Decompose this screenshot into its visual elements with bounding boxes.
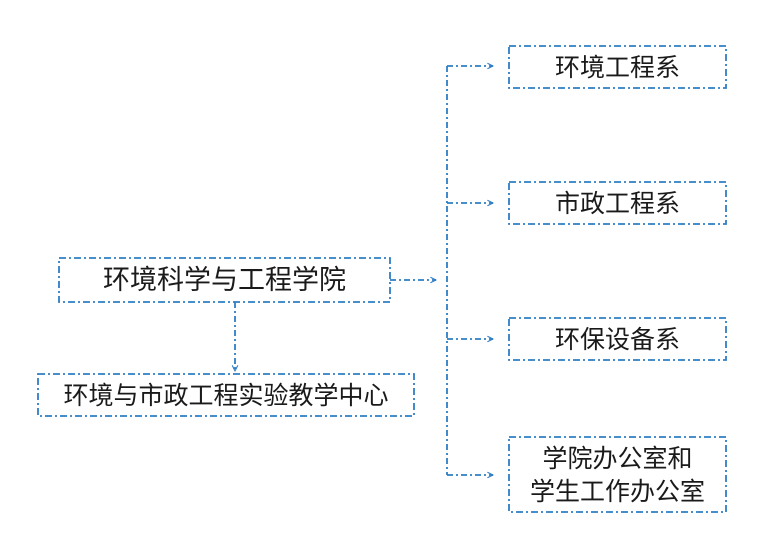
root-node-label: 环境科学与工程学院 bbox=[103, 264, 346, 296]
office-node: 学院办公室和 学生工作办公室 bbox=[509, 437, 726, 512]
dept-box-border-3 bbox=[508, 317, 727, 361]
department-label: 市政工程系 bbox=[554, 188, 680, 218]
office-label-line-1: 学院办公室和 bbox=[542, 443, 693, 473]
center-box-border bbox=[37, 373, 415, 417]
department-label: 环保设备系 bbox=[554, 324, 680, 354]
department-label: 环境工程系 bbox=[554, 52, 680, 82]
department-node-environmental-equipment: 环保设备系 bbox=[509, 318, 726, 360]
department-node-municipal-engineering: 市政工程系 bbox=[509, 182, 726, 224]
experiment-center-node: 环境与市政工程实验教学中心 bbox=[38, 374, 414, 416]
dept-box-border-1 bbox=[508, 45, 727, 89]
dept-box-border-2 bbox=[508, 181, 727, 225]
root-node: 环境科学与工程学院 bbox=[59, 258, 390, 302]
experiment-center-label: 环境与市政工程实验教学中心 bbox=[63, 380, 389, 410]
root-box-border bbox=[58, 257, 391, 303]
dept-box-border-4 bbox=[508, 436, 727, 513]
department-node-environmental-engineering: 环境工程系 bbox=[509, 46, 726, 88]
office-label-line-2: 学生工作办公室 bbox=[529, 476, 705, 506]
